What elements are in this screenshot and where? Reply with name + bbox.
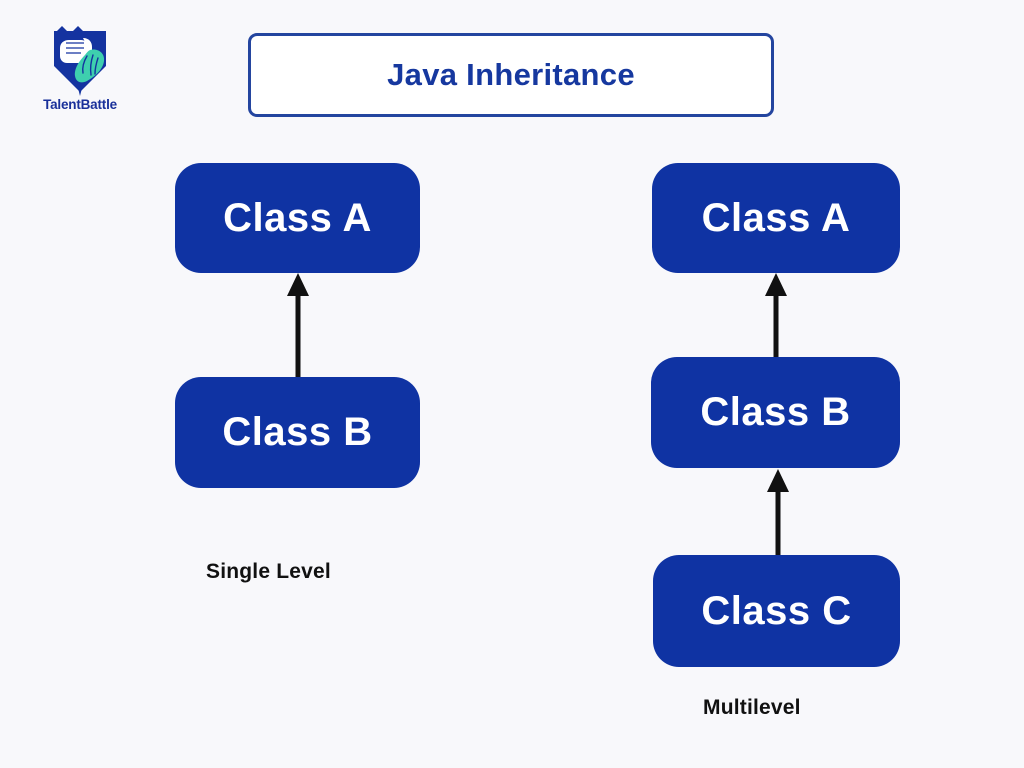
- talentbattle-shield-fist-brain-icon: [54, 26, 106, 96]
- arrow-right-c-to-b: [767, 469, 789, 562]
- node-label: Class B: [222, 410, 373, 454]
- node-label: Class A: [223, 195, 372, 240]
- caption-multilevel: Multilevel: [703, 696, 801, 719]
- caption-single-level: Single Level: [206, 560, 331, 583]
- node-label: Class C: [701, 588, 852, 633]
- brand-logo: TalentBattle: [28, 26, 132, 122]
- node-right-class-c[interactable]: Class C: [653, 555, 900, 667]
- node-label: Class A: [701, 195, 851, 240]
- node-right-class-a[interactable]: Class A: [652, 163, 900, 273]
- node-left-class-b[interactable]: Class B: [175, 377, 420, 488]
- brand-name: TalentBattle: [43, 97, 117, 112]
- page-title: Java Inheritance: [387, 57, 635, 92]
- arrow-left-b-to-a: [287, 273, 309, 382]
- arrow-right-b-to-a: [765, 273, 787, 362]
- page-title-box: Java Inheritance: [248, 33, 774, 117]
- node-label: Class B: [700, 390, 851, 434]
- node-left-class-a[interactable]: Class A: [175, 163, 420, 273]
- node-right-class-b[interactable]: Class B: [651, 357, 900, 468]
